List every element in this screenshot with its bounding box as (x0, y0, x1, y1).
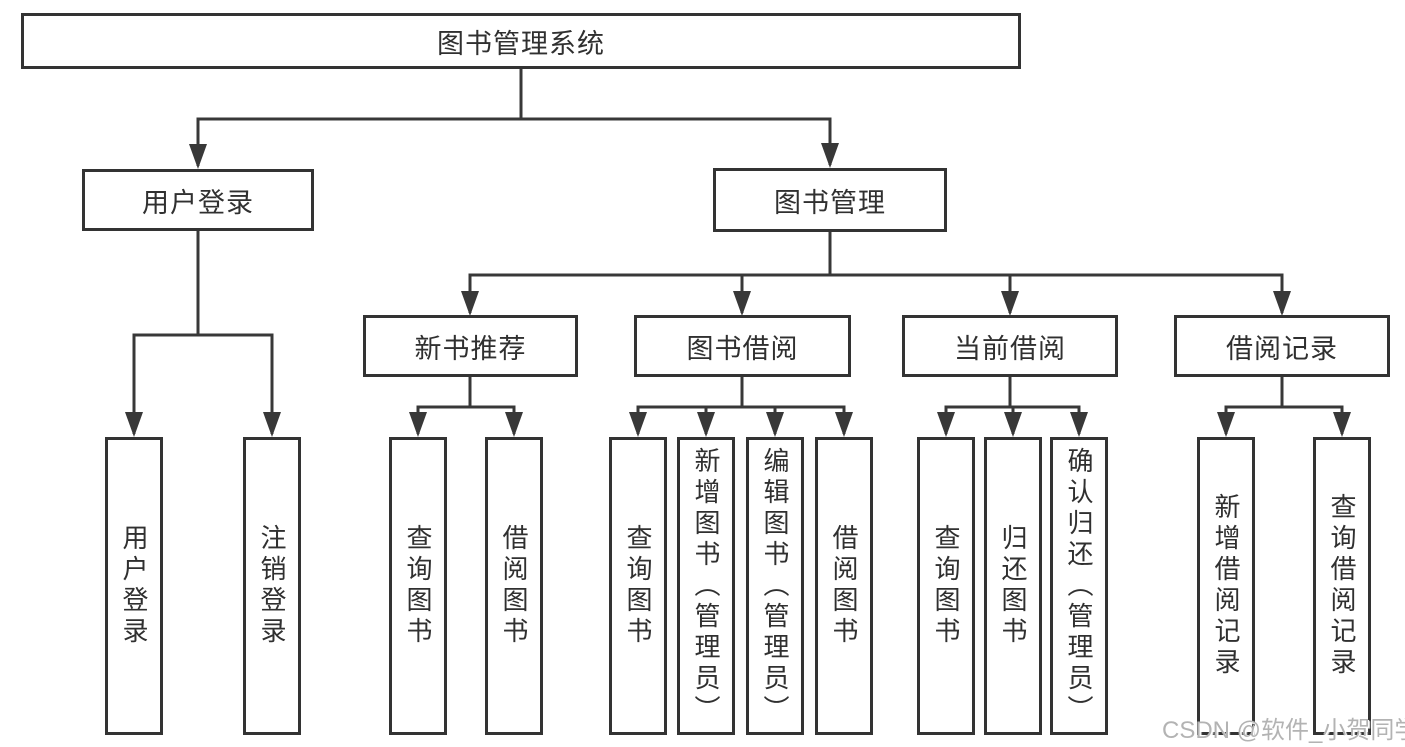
node-book-management: 图书管理 (713, 168, 947, 232)
leaf-borrow-query: 查询图书 (609, 437, 667, 735)
leaf-current-query: 查询图书 (917, 437, 975, 735)
node-book-borrow: 图书借阅 (634, 315, 851, 377)
node-borrow-records: 借阅记录 (1174, 315, 1390, 377)
leaf-borrow-borrow-book: 借阅图书 (815, 437, 873, 735)
arrowheads (125, 143, 1351, 437)
leaf-current-return-label: 归还图书 (998, 524, 1028, 648)
leaf-logout: 注销登录 (243, 437, 301, 735)
edge-bookmgmt-to-level3 (468, 232, 1284, 313)
leaf-user-login-label: 用户登录 (119, 524, 149, 648)
leaf-logout-label: 注销登录 (257, 524, 287, 648)
leaf-current-confirm-return: 确认归还（管理员） (1050, 437, 1108, 735)
leaf-records-add-label: 新增借阅记录 (1211, 493, 1241, 679)
leaf-current-return: 归还图书 (984, 437, 1042, 735)
leaf-records-query: 查询借阅记录 (1313, 437, 1371, 735)
leaf-borrow-edit-book-label: 编辑图书（管理员） (760, 446, 790, 726)
edge-root-to-level2 (196, 68, 832, 166)
edge-borrowrecords-to-leaves (1224, 377, 1344, 434)
leaf-borrow-borrow-book-label: 借阅图书 (829, 524, 859, 648)
leaf-borrow-add-book: 新增图书（管理员） (677, 437, 735, 735)
edge-userlogin-to-leaves (132, 231, 274, 434)
leaf-borrow-add-book-label: 新增图书（管理员） (691, 446, 721, 726)
edge-newbooks-to-leaves (416, 377, 516, 434)
leaf-current-confirm-return-label: 确认归还（管理员） (1064, 446, 1094, 726)
leaf-records-add: 新增借阅记录 (1197, 437, 1255, 735)
leaf-newbooks-query-label: 查询图书 (403, 524, 433, 648)
leaf-newbooks-borrow: 借阅图书 (485, 437, 543, 735)
leaf-user-login: 用户登录 (105, 437, 163, 735)
leaf-borrow-edit-book: 编辑图书（管理员） (746, 437, 804, 735)
leaf-records-query-label: 查询借阅记录 (1327, 493, 1357, 679)
node-current-borrow: 当前借阅 (902, 315, 1118, 377)
node-user-login: 用户登录 (82, 169, 314, 231)
leaf-borrow-query-label: 查询图书 (623, 524, 653, 648)
node-new-book-recommend: 新书推荐 (363, 315, 578, 377)
edge-bookborrow-to-leaves (636, 377, 846, 434)
node-root: 图书管理系统 (21, 13, 1021, 69)
leaf-newbooks-query: 查询图书 (389, 437, 447, 735)
leaf-newbooks-borrow-label: 借阅图书 (499, 524, 529, 648)
leaf-current-query-label: 查询图书 (931, 524, 961, 648)
